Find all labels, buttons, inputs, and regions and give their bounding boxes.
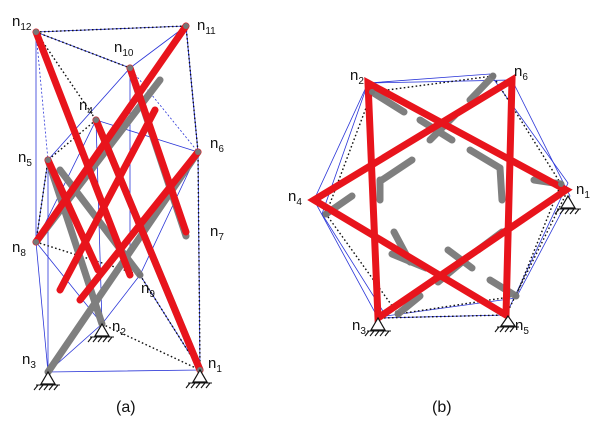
panel-a-diagram bbox=[32, 22, 212, 391]
node-label-b-n1: n1 bbox=[576, 181, 590, 201]
node-label-n9: n9 bbox=[141, 280, 155, 300]
node-label-n12: n12 bbox=[12, 13, 32, 33]
node-label-b-n6: n6 bbox=[514, 63, 528, 83]
node-label-n1: n1 bbox=[208, 355, 222, 375]
node-label-n5: n5 bbox=[18, 149, 32, 169]
node-label-n2: n2 bbox=[112, 318, 126, 338]
panel-b-node-labels: n2 n6 n4 n1 n3 n5 bbox=[288, 63, 590, 337]
panel-b-support-n5 bbox=[494, 314, 519, 333]
node-label-b-n3: n3 bbox=[352, 317, 366, 337]
panel-a-node-labels: n12 n11 n10 n4 n5 n6 n7 n8 n9 n2 n3 n1 bbox=[12, 13, 224, 375]
panel-b-support-n1 bbox=[554, 194, 581, 215]
panel-b-caption: (b) bbox=[432, 399, 452, 416]
panel-b-support-n3 bbox=[364, 316, 391, 337]
node-label-n7: n7 bbox=[210, 223, 224, 243]
panel-a-support-n1 bbox=[185, 368, 212, 389]
node-label-b-n4: n4 bbox=[288, 188, 302, 208]
panel-a-support-n3 bbox=[33, 370, 60, 391]
panel-b-node-dots bbox=[323, 73, 564, 317]
node-label-n11: n11 bbox=[197, 17, 216, 37]
node-label-n8: n8 bbox=[12, 239, 26, 259]
panel-a-red-bars bbox=[32, 22, 204, 374]
node-label-n3: n3 bbox=[22, 351, 36, 371]
node-label-b-n5: n5 bbox=[515, 317, 529, 337]
node-label-n10: n10 bbox=[114, 39, 134, 59]
node-label-n4: n4 bbox=[79, 97, 93, 117]
panel-b-red-bars bbox=[307, 73, 573, 325]
panel-a-caption: (a) bbox=[116, 399, 136, 416]
panel-a-dotted-cables bbox=[35, 25, 201, 371]
node-label-b-n2: n2 bbox=[350, 67, 364, 87]
panel-b-diagram bbox=[307, 72, 581, 337]
panel-a-support-n2 bbox=[87, 322, 114, 343]
node-label-n6: n6 bbox=[210, 135, 224, 155]
